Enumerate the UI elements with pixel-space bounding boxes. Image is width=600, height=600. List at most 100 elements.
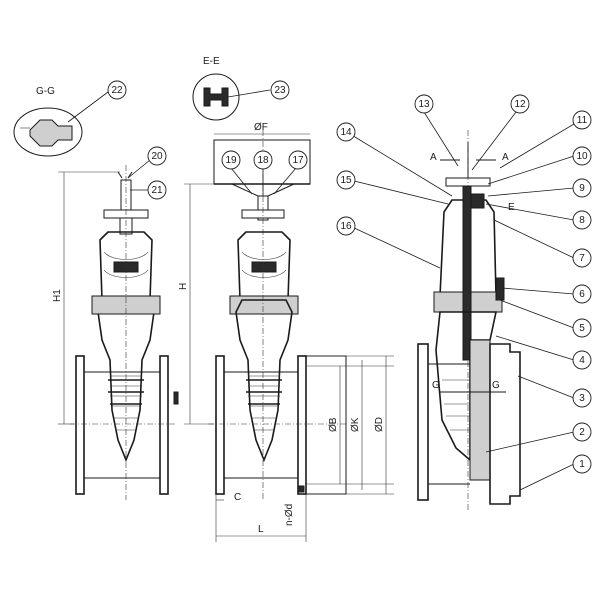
left-body-run xyxy=(84,371,160,479)
leader-17 xyxy=(273,167,297,195)
detail-e-e-circle xyxy=(192,73,240,121)
leader-15 xyxy=(349,179,449,205)
cut-a-right: A xyxy=(502,152,509,163)
right-flange-right xyxy=(489,343,521,505)
part-number-label: 8 xyxy=(579,215,585,226)
part-bubble-20: 20 xyxy=(147,146,167,166)
part-bubble-circle xyxy=(510,94,530,114)
part-bubble-circle xyxy=(270,80,290,100)
dim-b: ØB xyxy=(328,417,339,432)
part-bubble-circle xyxy=(147,180,167,200)
part-bubble-circle xyxy=(572,110,592,130)
part-bubble-circle xyxy=(572,248,592,268)
part-number-label: 19 xyxy=(225,155,237,166)
part-bubble-circle xyxy=(572,454,592,474)
part-bubble-11: 11 xyxy=(572,110,592,130)
part-bubble-circle xyxy=(414,94,434,114)
part-bubble-circle xyxy=(288,150,308,170)
part-bubble-circle xyxy=(572,284,592,304)
right-flange-left xyxy=(417,343,429,501)
part-bubble-13: 13 xyxy=(414,94,434,114)
cut-a-left: A xyxy=(430,152,437,163)
part-bubble-circle xyxy=(147,146,167,166)
right-body-run xyxy=(428,363,470,485)
right-packing xyxy=(469,193,485,209)
part-bubble-21: 21 xyxy=(147,180,167,200)
part-bubble-circle xyxy=(572,388,592,408)
leader-2 xyxy=(485,431,575,453)
detail-e-e-profile xyxy=(203,87,229,107)
leader-10 xyxy=(487,155,575,185)
part-number-label: 12 xyxy=(514,99,526,110)
part-bubble-4: 4 xyxy=(572,350,592,370)
center-body-bands xyxy=(246,379,282,405)
part-number-label: 6 xyxy=(579,289,585,300)
leader-20 xyxy=(127,159,151,179)
part-bubble-circle xyxy=(336,170,356,190)
part-number-label: 15 xyxy=(340,175,352,186)
leader-6 xyxy=(501,287,575,295)
part-bubble-circle xyxy=(253,150,273,170)
detail-g-g-circle xyxy=(13,107,83,157)
leader-7 xyxy=(493,219,575,259)
center-flange-right xyxy=(297,355,307,495)
cut-g-right: G xyxy=(492,380,500,391)
leader-1 xyxy=(519,463,575,491)
part-number-label: 9 xyxy=(579,183,585,194)
detail-e-e: E-E xyxy=(192,56,240,121)
part-bubble-12: 12 xyxy=(510,94,530,114)
leader-11 xyxy=(499,123,575,169)
right-bolt xyxy=(495,277,505,301)
center-body-outline xyxy=(235,299,293,463)
part-bubble-circle xyxy=(572,350,592,370)
part-bubble-circle xyxy=(336,216,356,236)
center-bonnet-boss xyxy=(251,261,277,273)
dim-nd: n-Ød xyxy=(284,504,295,526)
part-bubble-2: 2 xyxy=(572,422,592,442)
part-bubble-8: 8 xyxy=(572,210,592,230)
left-mark xyxy=(173,391,179,405)
part-bubble-7: 7 xyxy=(572,248,592,268)
center-body-ribs xyxy=(248,375,280,431)
part-number-label: 11 xyxy=(577,115,588,126)
part-number-label: 4 xyxy=(579,355,585,366)
part-number-label: 23 xyxy=(274,85,286,96)
right-valve-section: A A E G G xyxy=(417,130,521,510)
left-flange-right xyxy=(159,355,169,495)
part-number-label: 3 xyxy=(579,393,585,404)
dim-f: ØF xyxy=(254,122,268,133)
part-number-label: 2 xyxy=(579,427,585,438)
center-bonnet-ribs xyxy=(241,251,287,278)
leader-9 xyxy=(487,187,575,197)
leader-16 xyxy=(349,225,441,269)
leader-23 xyxy=(227,89,271,98)
part-bubble-16: 16 xyxy=(336,216,356,236)
part-bubble-23: 23 xyxy=(270,80,290,100)
leader-22 xyxy=(67,91,109,123)
part-bubble-circle xyxy=(572,422,592,442)
cut-g-left: G xyxy=(432,380,440,391)
leader-4 xyxy=(495,335,575,361)
left-body-outline xyxy=(97,299,155,463)
part-bubble-19: 19 xyxy=(221,150,241,170)
part-bubble-15: 15 xyxy=(336,170,356,190)
dim-h1: H1 xyxy=(52,289,63,302)
dim-c: C xyxy=(234,492,241,503)
section-label-g-g: G-G xyxy=(36,86,55,97)
part-bubble-1: 1 xyxy=(572,454,592,474)
part-number-label: 13 xyxy=(418,99,430,110)
part-number-label: 18 xyxy=(257,155,269,166)
part-bubble-18: 18 xyxy=(253,150,273,170)
right-stem xyxy=(462,185,472,361)
dim-k: ØK xyxy=(350,417,361,432)
part-number-label: 22 xyxy=(111,85,123,96)
section-label-e-e: E-E xyxy=(203,56,220,67)
leader-14 xyxy=(349,133,453,197)
part-bubble-5: 5 xyxy=(572,318,592,338)
part-number-label: 16 xyxy=(340,221,352,232)
leader-19 xyxy=(230,167,253,195)
dim-d: ØD xyxy=(374,417,385,432)
dim-h: H xyxy=(178,283,189,290)
